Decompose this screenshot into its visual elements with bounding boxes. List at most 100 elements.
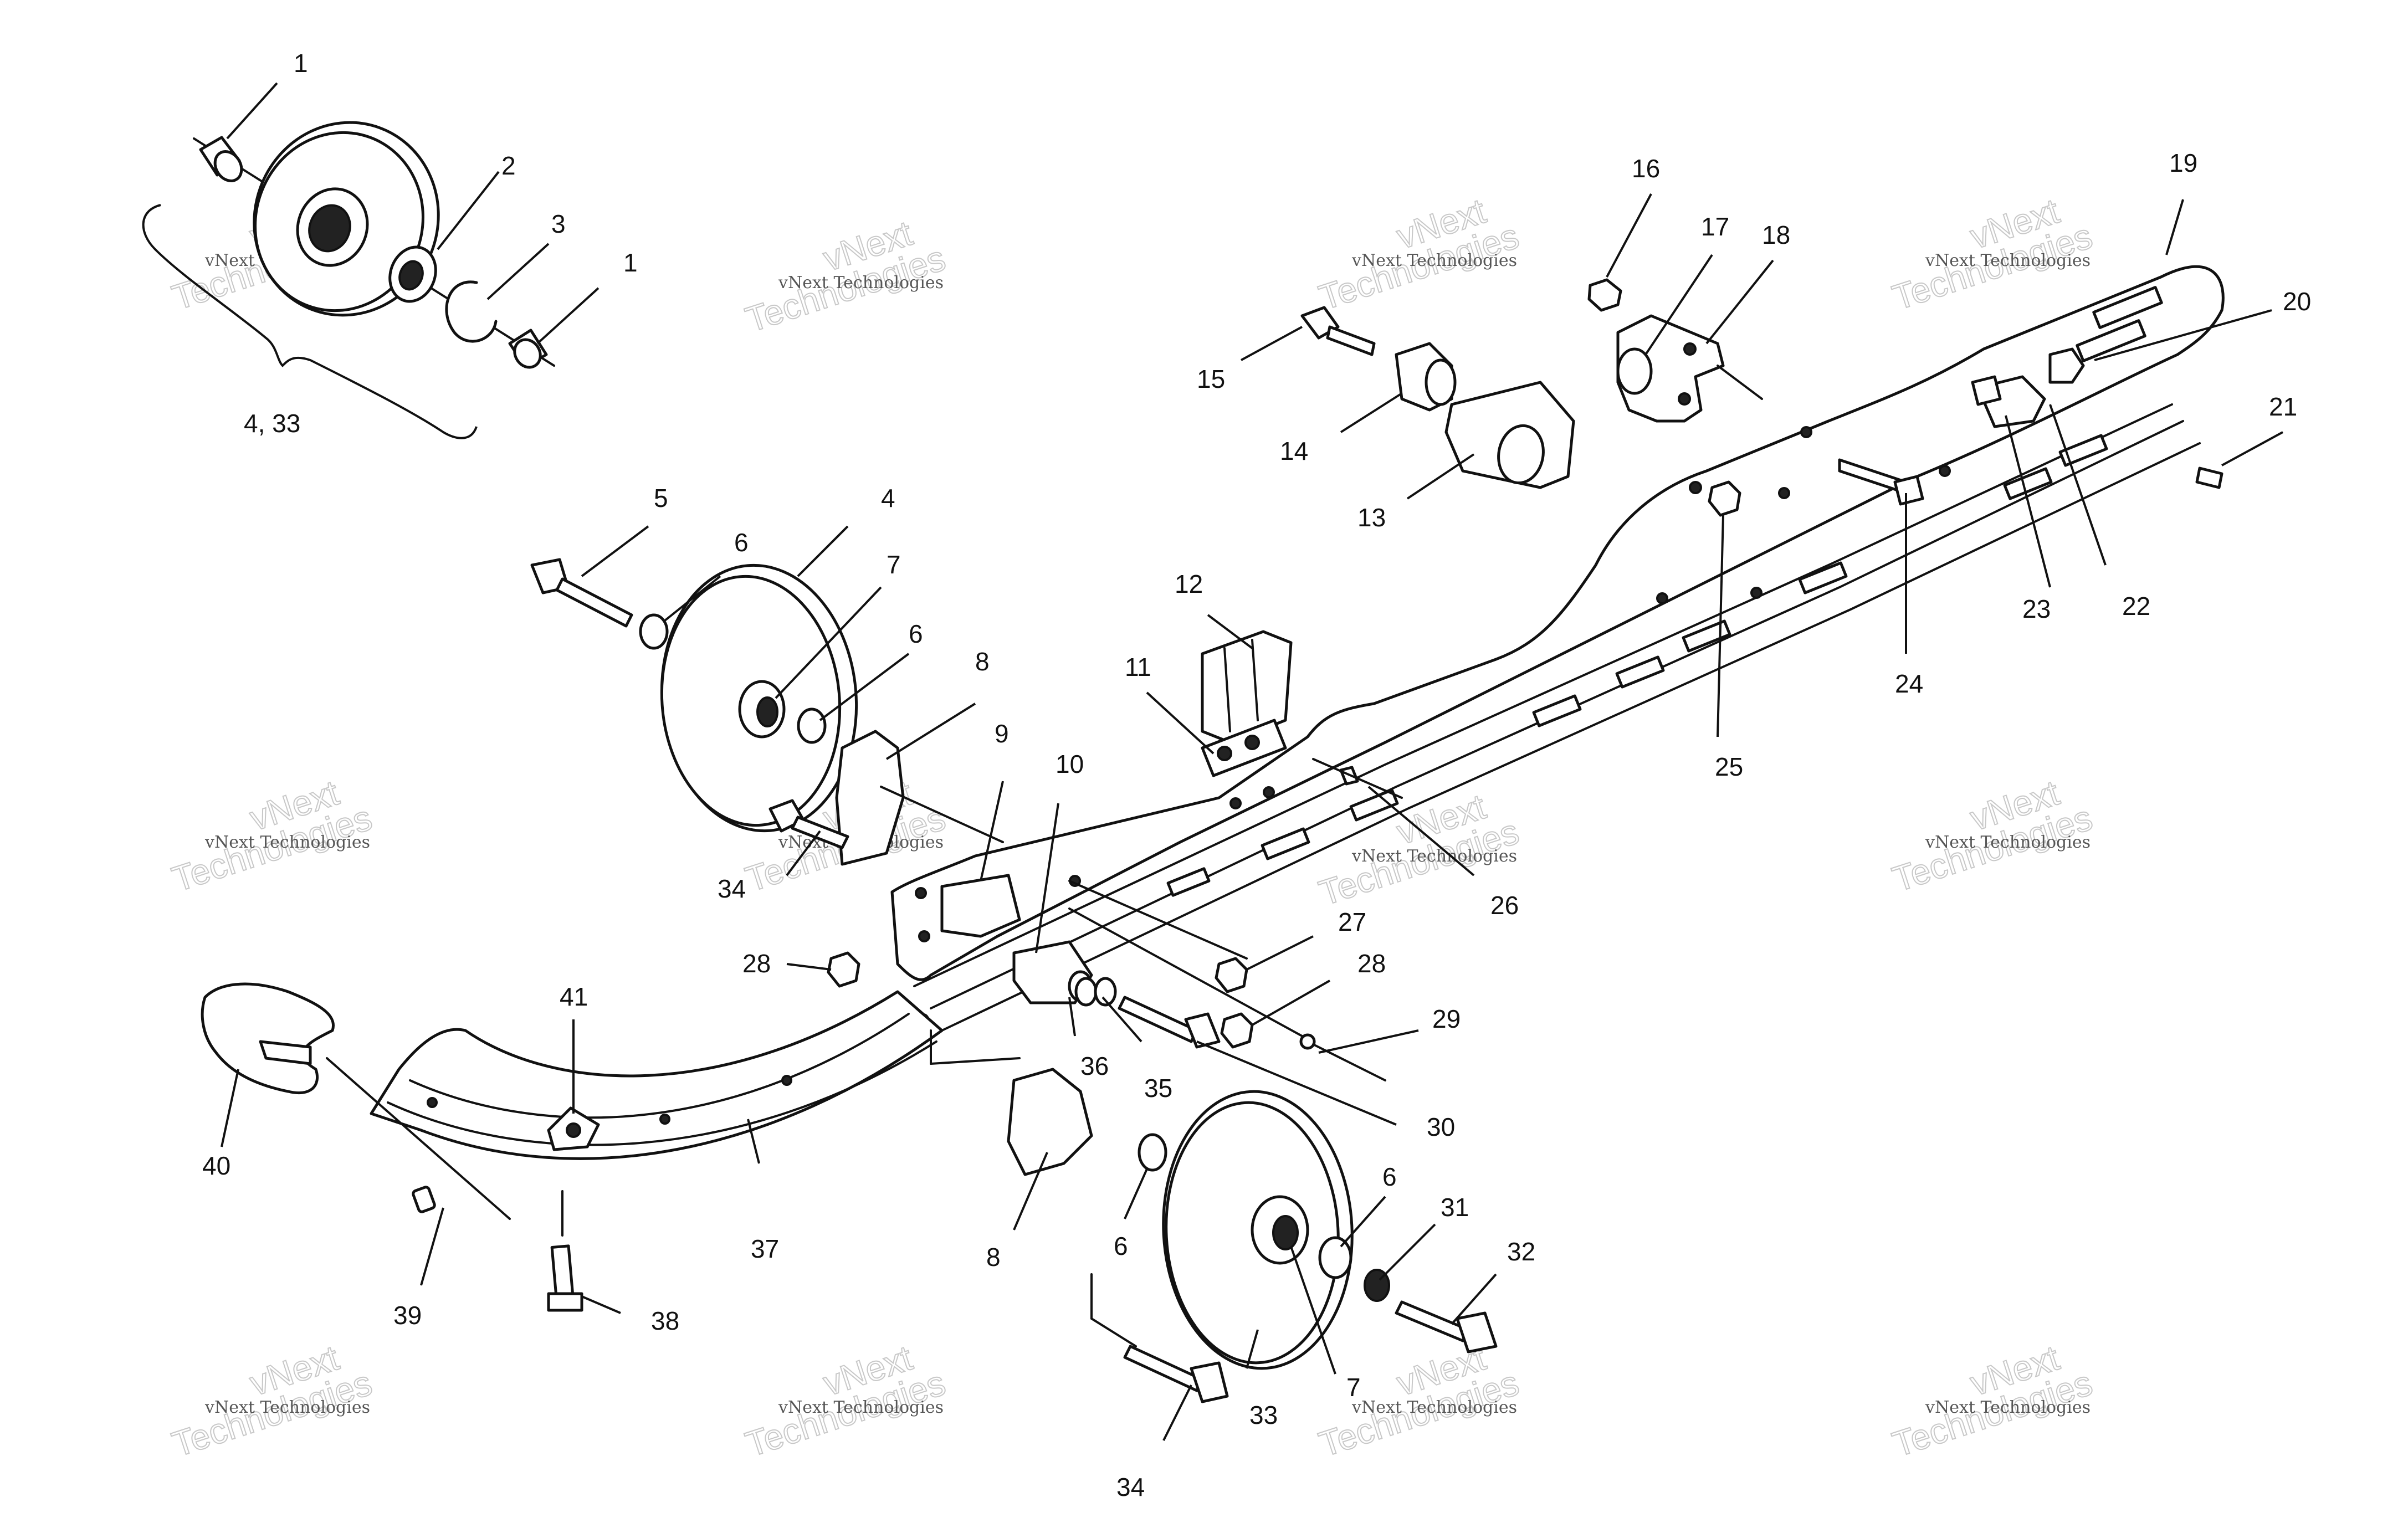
front-hole <box>781 1075 792 1086</box>
front-hole <box>427 1097 438 1108</box>
mount-bracket-part-17-18 <box>1616 314 1725 423</box>
callout-1: 1 <box>294 49 308 78</box>
watermark-caption: vNext Technologies <box>204 1398 370 1417</box>
upper-parts <box>1201 278 2223 777</box>
assembly-leader <box>1068 880 1248 960</box>
watermark-caption: vNext Technologies <box>1351 847 1517 866</box>
callout-14: 14 <box>1280 437 1308 465</box>
rivet-leader <box>326 1057 511 1220</box>
tip-cap-slot <box>259 1040 312 1065</box>
watermark: vNext Technologies vNext Technologies <box>1887 190 2098 318</box>
callout-31: 31 <box>1441 1193 1469 1222</box>
watermark-caption: vNext Technologies <box>1925 833 2091 852</box>
callout-6-mid: 6 <box>909 619 923 648</box>
callout-34-bottom: 34 <box>1116 1473 1145 1501</box>
washer-part-6-b <box>797 707 827 744</box>
rail-front-part-37 <box>370 990 944 1160</box>
bracket-part-8-upper <box>835 730 905 866</box>
callout-26: 26 <box>1490 891 1519 920</box>
front-hole <box>659 1114 670 1125</box>
washer-part-6 <box>639 613 669 650</box>
nut-part-27 <box>1215 957 1248 993</box>
adjuster-part-20-23 <box>1971 347 2085 428</box>
callout-4-33: 4, 33 <box>244 409 300 438</box>
watermark: vNext Technologies vNext Technologies <box>1887 1337 2098 1465</box>
callout-6-lower-right: 6 <box>1382 1162 1397 1191</box>
wheel-assembly-rear <box>1007 1068 1498 1403</box>
nut-part-28-left <box>827 951 860 988</box>
callout-5: 5 <box>654 484 668 512</box>
callout-8-top: 8 <box>975 647 990 676</box>
callout-21: 21 <box>2269 392 2297 421</box>
watermark: vNext Technologies vNext Technologies <box>1314 1337 1524 1465</box>
callout-27: 27 <box>1338 907 1366 936</box>
rail-line <box>930 420 2184 1009</box>
inset-wheel <box>253 121 440 317</box>
bolt-part-24 <box>1838 458 1924 506</box>
watermark-caption: vNext Technologies <box>1351 1398 1517 1417</box>
watermark: vNext Technologies vNext Technologies <box>1314 190 1524 318</box>
callout-37: 37 <box>751 1234 779 1263</box>
watermark: vNext Technologies vNext Technologies <box>167 772 377 900</box>
rear-leader <box>1090 1317 1137 1347</box>
callout-32: 32 <box>1507 1237 1535 1266</box>
rail-front-inner-line-2 <box>387 1040 937 1146</box>
callout-18: 18 <box>1762 221 1790 249</box>
bolt-part-34-lower <box>1123 1345 1229 1403</box>
callout-39: 39 <box>393 1301 422 1330</box>
watermark: vNext Technologies vNext Technologies <box>740 1337 951 1465</box>
callout-1-right: 1 <box>623 248 638 277</box>
callout-11: 11 <box>1125 653 1151 681</box>
bracket-part-8-lower <box>1007 1068 1093 1176</box>
bolt-part-5 <box>530 558 633 628</box>
callout-33: 33 <box>1249 1401 1278 1429</box>
callouts: 1 2 3 1 4, 33 5 6 4 7 6 8 9 10 11 12 13 … <box>202 49 2311 1501</box>
assembly-leader <box>1068 907 1303 1037</box>
nut-part-28-right <box>1220 1012 1254 1049</box>
watermark-caption: vNext Technologies <box>778 1398 944 1417</box>
watermark-caption: vNext Technologies <box>1351 251 1517 270</box>
tip-cap-part-40 <box>201 982 335 1095</box>
bearing-part-2 <box>388 245 437 303</box>
callout-38: 38 <box>651 1306 679 1335</box>
callout-10: 10 <box>1056 750 1084 778</box>
pin-leader-26 <box>1312 758 1403 799</box>
callout-28-right: 28 <box>1357 949 1386 978</box>
watermark: vNext Technologies vNext Technologies <box>167 1337 377 1465</box>
callout-36: 36 <box>1080 1052 1109 1080</box>
callout-7: 7 <box>887 550 901 579</box>
callout-23: 23 <box>2022 594 2051 623</box>
callout-40: 40 <box>202 1151 230 1180</box>
spacer-part-1 <box>199 136 243 182</box>
callout-24: 24 <box>1895 669 1923 698</box>
callout-35: 35 <box>1144 1074 1172 1103</box>
callout-22: 22 <box>2122 592 2150 621</box>
callout-29: 29 <box>1432 1004 1461 1033</box>
watermark: vNext Technologies vNext Technologies <box>740 212 951 340</box>
rail-front-inner-line <box>409 1013 910 1119</box>
inset-wheel-assembly <box>142 121 555 439</box>
mount-leader <box>1717 365 1763 400</box>
hinge-part-11 <box>1201 719 1287 777</box>
callout-20: 20 <box>2283 287 2311 316</box>
callout-leaders <box>221 82 2283 1441</box>
callout-16: 16 <box>1632 154 1660 183</box>
washer-part-35 <box>1094 977 1117 1007</box>
callout-2: 2 <box>501 151 516 180</box>
bolt-part-30 <box>1118 996 1221 1049</box>
watermark-caption: vNext Technologies <box>1925 251 2091 270</box>
bumper-part-13 <box>1444 381 1575 489</box>
assembly-leader <box>880 786 1004 843</box>
pin-part-29 <box>1299 1033 1316 1050</box>
wheel-part-33 <box>1162 1090 1354 1370</box>
nut-part-25 <box>1708 480 1741 517</box>
washer-part-6-c <box>1138 1133 1167 1172</box>
plate-part-9 <box>940 874 1021 938</box>
pin-part-21 <box>2195 466 2223 489</box>
pin-leader <box>1312 1043 1386 1081</box>
callout-6-lower-left: 6 <box>1114 1232 1128 1260</box>
clip-hole <box>566 1122 581 1138</box>
callout-4: 4 <box>881 484 895 512</box>
washer-part-6-d <box>1318 1236 1352 1279</box>
watermark-caption: vNext Technologies <box>204 833 370 852</box>
